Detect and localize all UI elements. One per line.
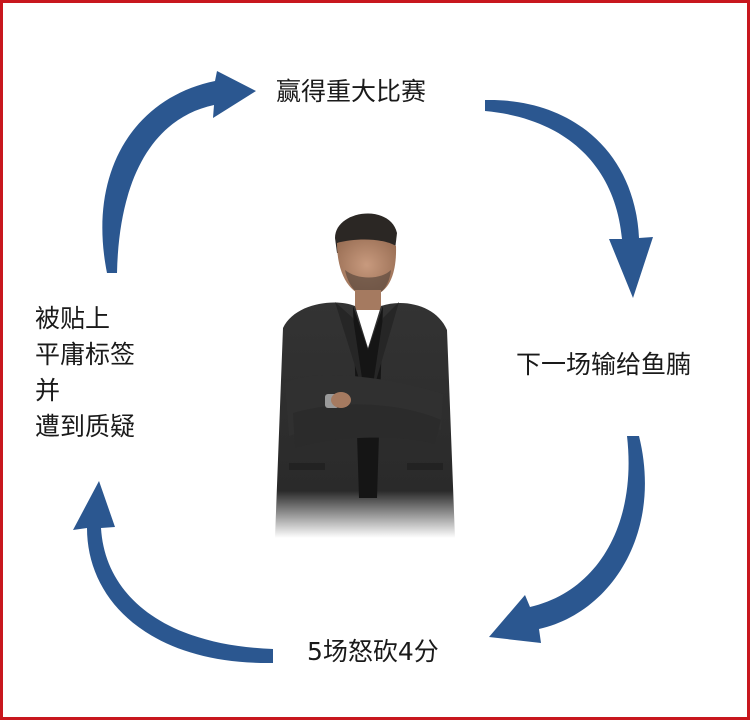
cycle-step-bottom-label: 5场怒砍4分 bbox=[307, 637, 439, 666]
cycle-step-left-label: 被贴上 平庸标签 并 遭到质疑 bbox=[35, 301, 135, 445]
cycle-step-left-line-3: 并 bbox=[35, 376, 61, 405]
cycle-step-left-line-2: 平庸标签 bbox=[35, 340, 136, 369]
arrow-to-left bbox=[73, 481, 273, 664]
arrow-to-bottom bbox=[489, 436, 645, 643]
cycle-step-top-label: 赢得重大比赛 bbox=[276, 77, 427, 106]
arrow-to-right bbox=[485, 99, 653, 298]
cycle-step-left-line-1: 被贴上 bbox=[35, 304, 111, 333]
cycle-step-right-label: 下一场输给鱼腩 bbox=[516, 350, 692, 379]
coach-photo bbox=[275, 213, 455, 538]
cycle-arrows bbox=[73, 71, 653, 664]
arrow-to-top bbox=[102, 71, 256, 273]
cycle-step-left-line-4: 遭到质疑 bbox=[35, 412, 136, 441]
